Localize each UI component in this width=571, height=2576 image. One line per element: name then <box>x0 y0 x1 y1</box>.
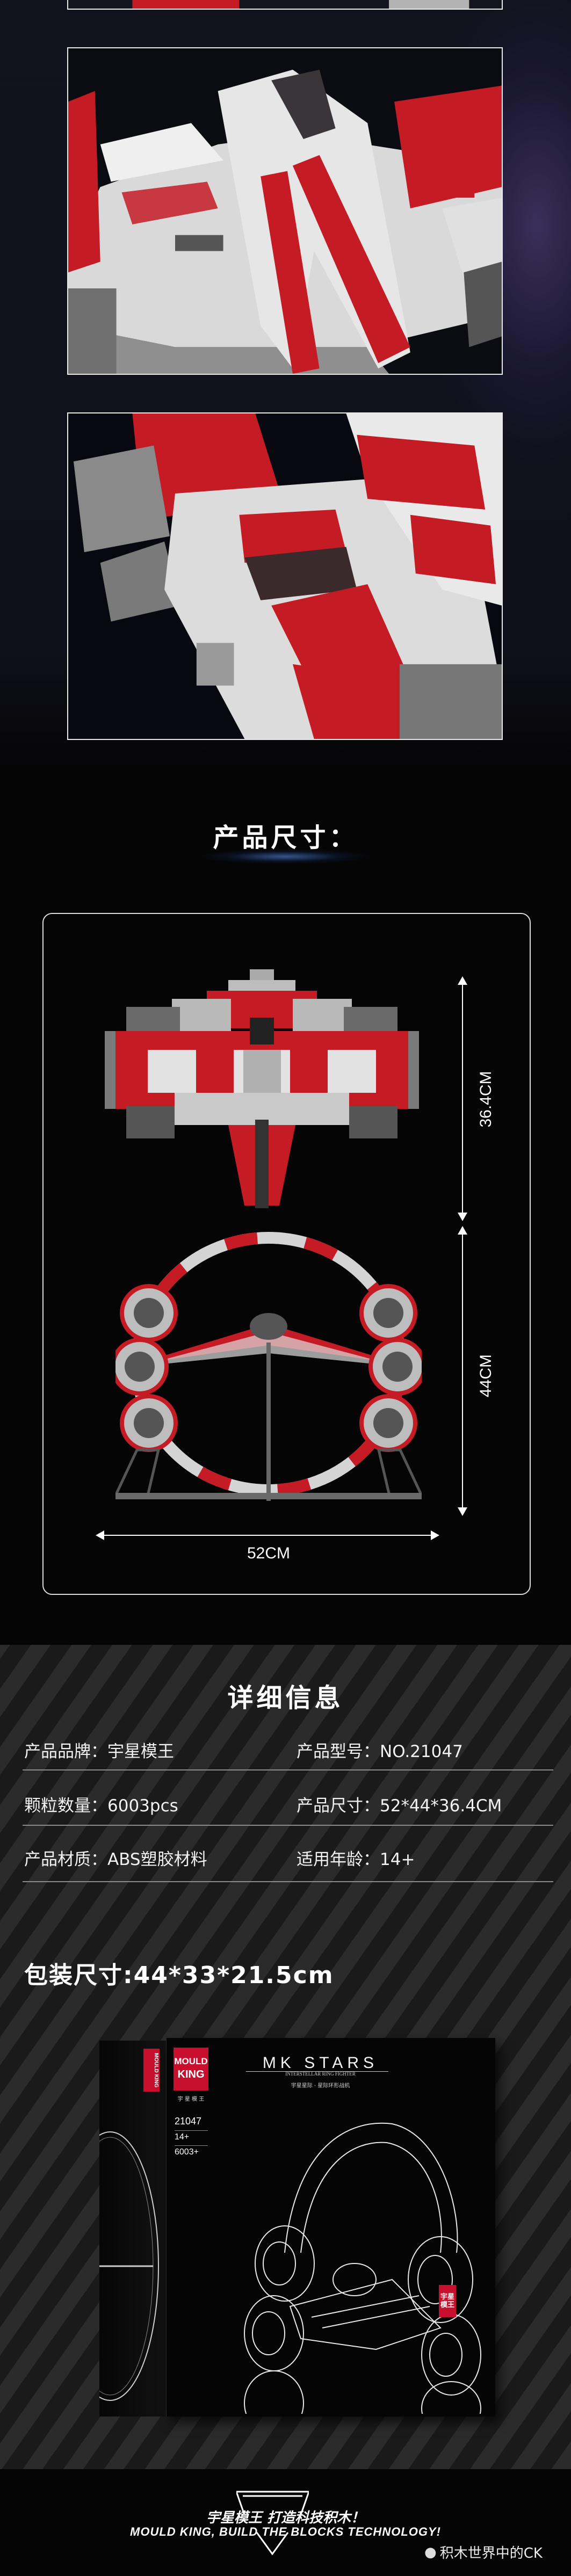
watermark-text: 积木世界中的CK <box>439 2545 543 2562</box>
brand-label: 产品品牌： <box>24 1742 107 1761</box>
detail-row: 颗粒数量：6003pcs 产品尺寸：52*44*36.4CM <box>24 1792 553 1846</box>
footer <box>0 2469 571 2576</box>
ship-photo-front-angle <box>67 47 503 375</box>
box-side-ring-drawing <box>99 2131 159 2401</box>
footer-slogan-cn: 宇星模王 打造科技积木！ <box>206 2510 365 2526</box>
divider <box>175 2145 208 2146</box>
detail-row: 产品材质：ABS塑胶材料 适用年龄：14+ <box>24 1846 553 1899</box>
divider <box>23 1769 553 1770</box>
triangle-emblem-icon <box>236 2491 309 2555</box>
pieces-value: 6003pcs <box>107 1796 178 1816</box>
divider <box>246 2071 388 2072</box>
footer-slogan-en: MOULD KING, BUILD THE BLOCKS TECHNOLOGY! <box>130 2525 441 2538</box>
box-side-face: MOULD KING <box>99 2041 167 2417</box>
details-title: 详细信息 <box>227 1683 344 1713</box>
ship-front-view-ring <box>115 1232 422 1501</box>
title-glow <box>177 835 392 867</box>
model-label: 产品型号： <box>297 1742 380 1761</box>
pieces-label: 颗粒数量： <box>24 1796 107 1816</box>
model-value: NO.21047 <box>380 1742 463 1761</box>
divider <box>23 1825 553 1826</box>
box-side-logo: MOULD KING <box>143 2049 160 2092</box>
box-subtitle-cn: 宇星星际 · 星际环形战机 <box>291 2083 350 2089</box>
wechat-icon: ● <box>424 2544 437 2560</box>
ship-top-view <box>105 969 419 1208</box>
dimensions-title: 产品尺寸： <box>213 823 358 853</box>
height-bottom-arrow <box>458 1226 467 1516</box>
box-title: MK STARS <box>262 2054 379 2072</box>
divider <box>23 1881 553 1882</box>
ship-photo-partial <box>67 0 503 10</box>
brand-value: 宇星模王 <box>107 1742 174 1761</box>
box-badge: 宇星模王 <box>439 2285 456 2317</box>
age-value: 14+ <box>380 1850 415 1869</box>
box-wireframe-ship <box>244 2122 481 2414</box>
material-value: ABS塑胶材料 <box>107 1850 207 1869</box>
height-top-label: 36.4CM <box>477 1071 495 1128</box>
divider <box>175 2130 208 2131</box>
box-pieces: 6003+ <box>175 2147 199 2157</box>
dimensions-frame <box>42 913 531 1595</box>
height-bottom-label: 44CM <box>477 1354 495 1398</box>
package-size: 包装尺寸:44*33*21.5cm <box>24 1962 334 1989</box>
size-label: 产品尺寸： <box>297 1796 380 1816</box>
box-subtitle: INTERSTELLAR RING FIGHTER <box>285 2071 356 2077</box>
gallery-section <box>0 0 571 768</box>
detail-row: 产品品牌：宇星模王 产品型号：NO.21047 <box>24 1738 553 1791</box>
height-top-arrow <box>458 976 467 1221</box>
ship-photo-rear-angle <box>67 412 503 740</box>
age-label: 适用年龄： <box>297 1850 380 1869</box>
watermark: ● 积木世界中的CK <box>424 2542 543 2562</box>
logo-cn: 宇 星 模 王 <box>177 2096 205 2102</box>
material-label: 产品材质： <box>24 1850 107 1869</box>
width-label: 52CM <box>247 1544 291 1562</box>
box-age: 14+ <box>175 2132 190 2142</box>
width-arrow <box>96 1530 439 1540</box>
box-model: 21047 <box>175 2116 202 2127</box>
size-value: 52*44*36.4CM <box>380 1796 502 1816</box>
